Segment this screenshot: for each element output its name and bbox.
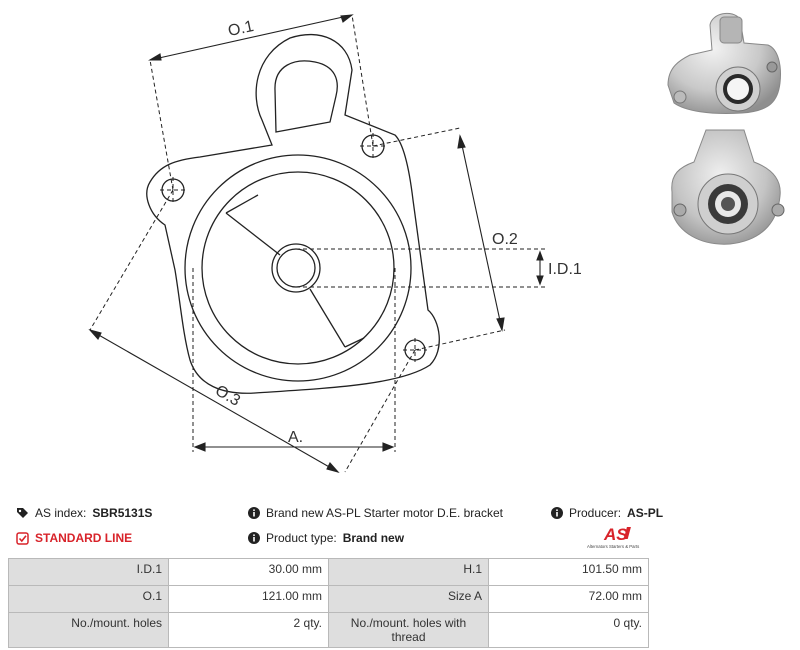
spec-key: Size A: [328, 585, 489, 613]
spec-key: No./mount. holes with thread: [328, 612, 489, 648]
producer: Producer: AS-PL: [551, 506, 663, 520]
label-o1: O.1: [227, 18, 256, 40]
svg-text:AS: AS: [603, 525, 628, 544]
as-index: AS index: SBR5131S: [16, 506, 152, 520]
standard-line-label: STANDARD LINE: [35, 531, 133, 545]
label-id1: I.D.1: [548, 261, 582, 278]
description: Brand new AS-PL Starter motor D.E. brack…: [248, 506, 503, 520]
label-a: A.: [288, 429, 303, 446]
standard-line: STANDARD LINE: [16, 531, 132, 545]
technical-drawing: O.1 O.2 I.D.1 O.3 A.: [88, 14, 582, 474]
label-o2: O.2: [492, 231, 518, 248]
spec-value: 121.00 mm: [168, 585, 329, 613]
table-row: No./mount. holes 2 qty. No./mount. holes…: [8, 612, 649, 648]
spec-value: 30.00 mm: [168, 558, 329, 586]
bracket-outline: [146, 33, 440, 394]
as-index-value: SBR5131S: [92, 506, 153, 520]
product-photo-rear: [671, 129, 785, 245]
spec-value: 0 qty.: [488, 612, 649, 648]
label-o3: O.3: [212, 382, 243, 410]
spec-key: O.1: [8, 585, 169, 613]
bore-inner: [276, 248, 316, 288]
spec-value: 2 qty.: [168, 612, 329, 648]
svg-text:Alternators Starters & Parts: Alternators Starters & Parts: [587, 544, 639, 549]
spec-key: I.D.1: [8, 558, 169, 586]
info-circle-icon: [551, 507, 563, 519]
producer-value: AS-PL: [627, 506, 664, 520]
producer-label: Producer:: [569, 506, 622, 520]
table-row: O.1 121.00 mm Size A 72.00 mm: [8, 585, 649, 613]
product-type: Product type: Brand new: [248, 531, 404, 545]
outer-ring: [184, 154, 412, 382]
as-pl-logo: AS Alternators Starters & Parts: [587, 525, 639, 549]
spec-value: 72.00 mm: [488, 585, 649, 613]
tag-icon: [16, 507, 29, 520]
as-index-label: AS index:: [35, 506, 87, 520]
loop-inner: [274, 60, 338, 133]
description-text: Brand new AS-PL Starter motor D.E. brack…: [266, 506, 503, 520]
table-row: I.D.1 30.00 mm H.1 101.50 mm: [8, 558, 649, 586]
spec-key: No./mount. holes: [8, 612, 169, 648]
spec-value: 101.50 mm: [488, 558, 649, 586]
product-type-value: Brand new: [342, 531, 405, 545]
bore-outer: [271, 243, 321, 293]
product-type-label: Product type:: [266, 531, 337, 545]
info-circle-icon: [248, 532, 260, 544]
product-photo-front: [667, 12, 781, 114]
inner-ring: [201, 171, 395, 365]
check-square-icon: [16, 531, 29, 545]
spec-key: H.1: [328, 558, 489, 586]
info-circle-icon: [248, 507, 260, 519]
spec-table: I.D.1 30.00 mm H.1 101.50 mm O.1 121.00 …: [8, 558, 649, 648]
